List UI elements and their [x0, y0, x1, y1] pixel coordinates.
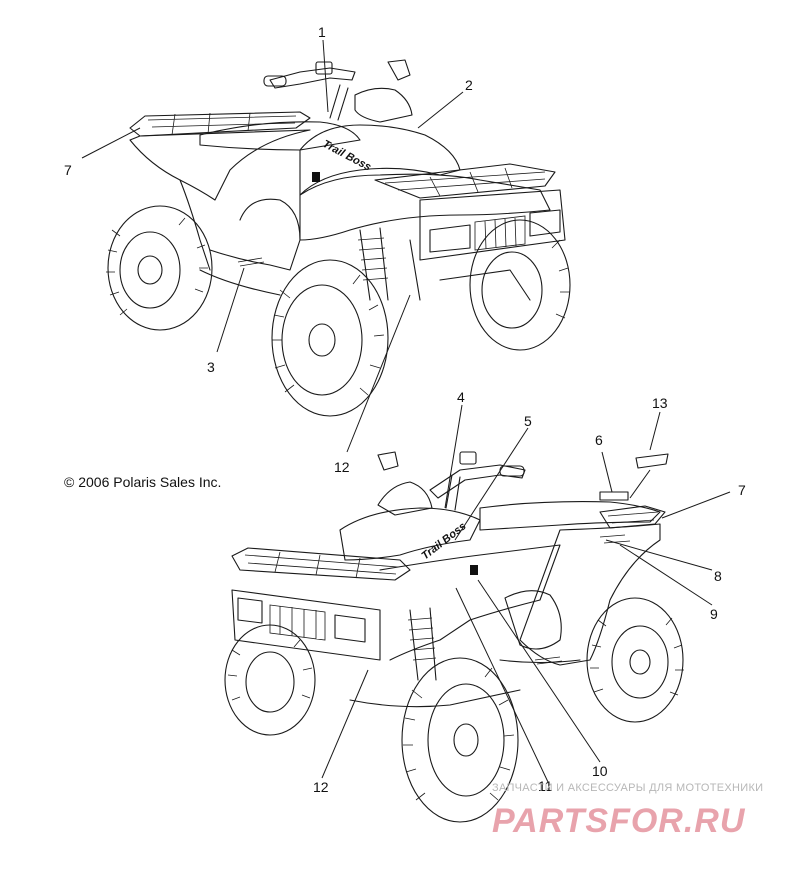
callout-5: 5 — [524, 413, 532, 429]
decal-black-top — [312, 172, 320, 182]
callout-3: 3 — [207, 359, 215, 375]
decal-part-13 — [635, 453, 669, 469]
decal-footrest-bottom — [534, 656, 563, 665]
callout-12-top: 12 — [334, 459, 350, 475]
callout-4: 4 — [457, 389, 465, 405]
callout-10: 10 — [592, 763, 608, 779]
callout-7-bottom: 7 — [738, 482, 746, 498]
copyright-text: © 2006 Polaris Sales Inc. — [64, 474, 221, 490]
callout-6: 6 — [595, 432, 603, 448]
callout-12-bottom: 12 — [313, 779, 329, 795]
callout-numbers: 1 2 3 4 5 6 7 7 8 9 10 11 12 12 13 — [64, 24, 746, 795]
atv-bottom-illustration — [224, 451, 684, 823]
decal-trail-boss-top: Trail Boss — [321, 138, 373, 173]
decal-footrest-top — [237, 257, 265, 267]
decal-rear-fender-stripe — [599, 534, 631, 544]
decal-text-top: Trail Boss — [321, 138, 373, 173]
callout-13: 13 — [652, 395, 668, 411]
callout-11: 11 — [538, 778, 553, 794]
decal-part-6 — [599, 491, 629, 501]
callout-7-top: 7 — [64, 162, 72, 178]
decal-black-bottom — [470, 565, 478, 575]
watermark-brand: PARTSFOR.RU — [492, 802, 746, 840]
watermark: ЗАПЧАСТИ И АКСЕССУАРЫ ДЛЯ МОТОТЕХНИКИ PA… — [492, 782, 763, 840]
callout-9: 9 — [710, 606, 718, 622]
callout-2: 2 — [465, 77, 473, 93]
callout-8: 8 — [714, 568, 722, 584]
callout-1: 1 — [318, 24, 326, 40]
atv-top-illustration — [106, 59, 571, 417]
callout-leaders — [81, 39, 731, 783]
watermark-tagline: ЗАПЧАСТИ И АКСЕССУАРЫ ДЛЯ МОТОТЕХНИКИ — [492, 782, 763, 794]
